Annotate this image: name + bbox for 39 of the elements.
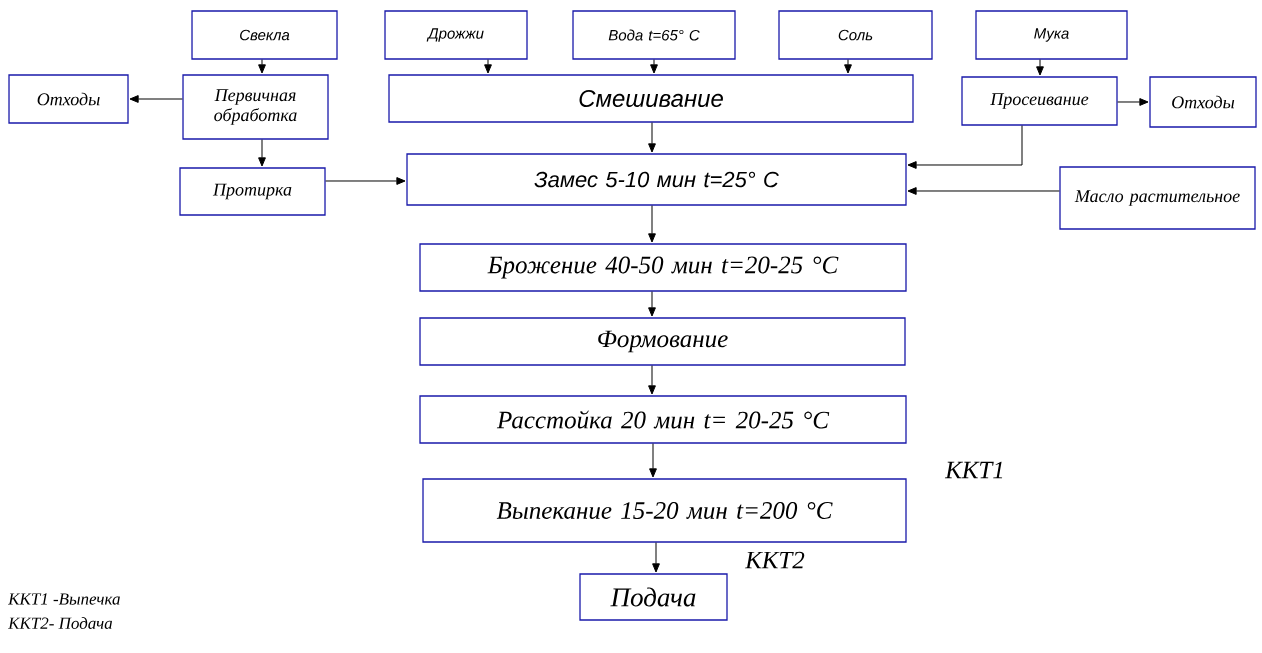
- arrow: [648, 365, 656, 395]
- arrow: [649, 443, 657, 478]
- process-box: Вода t=65° C: [572, 10, 736, 60]
- process-box: Протирка: [179, 167, 326, 216]
- process-box: Соль: [778, 10, 933, 60]
- process-box: Расстойка 20 мин t= 20-25 °C: [419, 395, 907, 444]
- process-box: Формование: [419, 317, 906, 366]
- process-box: Мука: [975, 10, 1128, 60]
- beside-label: ККТ1: [944, 461, 1003, 479]
- process-box: Просеивание: [961, 76, 1118, 126]
- arrow: [1117, 98, 1149, 106]
- arrow: [258, 59, 266, 74]
- process-box: Свекла: [191, 10, 338, 60]
- arrow: [1036, 59, 1044, 76]
- process-box: Выпекание 15-20 мин t=200 °C: [422, 478, 907, 543]
- arrow: [648, 205, 656, 243]
- note-label: ККТ2: [744, 551, 805, 569]
- arrow: [907, 187, 1060, 195]
- note-label: ККТ1 -Выпечка: [8, 593, 120, 605]
- arrow: [648, 122, 656, 153]
- process-box: Отходы: [1149, 76, 1257, 128]
- arrow: [484, 59, 492, 74]
- process-box: Брожение 40-50 мин t=20-25 °C: [419, 243, 907, 292]
- process-box: Отходы: [8, 74, 129, 124]
- note-label: ККТ2- Подача: [8, 617, 113, 629]
- arrow: [650, 59, 658, 74]
- arrow: [258, 139, 266, 167]
- process-box: Масло растительное: [1059, 166, 1256, 230]
- arrow: [648, 291, 656, 317]
- process-box: Замес 5-10 мин t=25° C: [406, 153, 907, 206]
- arrow: [652, 542, 660, 573]
- arrow: [844, 59, 852, 74]
- arrow: [129, 95, 183, 103]
- process-box: Первичная обработка: [182, 74, 329, 140]
- process-box: Дрожжи: [384, 10, 528, 60]
- process-box: Смешивание: [388, 74, 914, 123]
- arrow: [907, 125, 1023, 169]
- arrow: [325, 177, 406, 185]
- process-box: Подача: [579, 573, 728, 621]
